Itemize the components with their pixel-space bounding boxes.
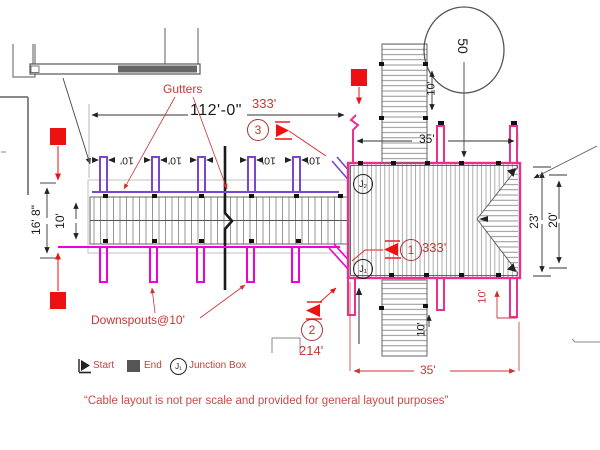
run2-number-circle: 2 bbox=[301, 319, 323, 341]
anchor-ticks bbox=[103, 62, 517, 310]
end-marker-square-run1 bbox=[351, 69, 367, 86]
junction-box-j1: J₁ bbox=[353, 259, 373, 279]
start-flag-run1 bbox=[384, 240, 401, 259]
pink-roof-cable bbox=[347, 114, 518, 318]
junction-box-icon: J₁ bbox=[170, 358, 187, 375]
legend-j-symbol: J₁ bbox=[175, 362, 182, 371]
junction-box-j2: J₂ bbox=[353, 174, 373, 194]
dim-112-0: 112'-0" bbox=[190, 102, 242, 119]
dim-10-walkway-bottom: 10' bbox=[415, 322, 428, 337]
dim-10-left: 10' bbox=[53, 213, 67, 229]
dim-20: 20' bbox=[546, 212, 560, 228]
run3-length-label: 333' bbox=[252, 96, 277, 111]
run2-length-label: 214' bbox=[299, 343, 324, 358]
building-leader-arrow bbox=[62, 77, 91, 165]
long-roof-strip bbox=[87, 179, 349, 254]
end-marker-squares bbox=[50, 69, 367, 309]
magenta-gutter-cable bbox=[58, 243, 354, 283]
break-line bbox=[223, 146, 234, 290]
start-flags bbox=[275, 121, 401, 320]
run1-number-circle: 1 bbox=[400, 239, 422, 261]
dim-35-bottom: 35' bbox=[420, 363, 436, 377]
stub-spacing-arrows bbox=[92, 157, 308, 163]
run1-length-label: 333' bbox=[422, 240, 447, 255]
downspouts-label: Downspouts@10' bbox=[91, 313, 185, 327]
run2-number: 2 bbox=[308, 323, 316, 337]
dim-10-right-red: 10' bbox=[476, 289, 489, 304]
gutters-label: Gutters bbox=[163, 82, 203, 96]
run3-number-circle: 3 bbox=[247, 119, 269, 141]
small-structure-outline bbox=[271, 337, 301, 353]
start-flag-run3 bbox=[275, 121, 292, 140]
start-flag-run2 bbox=[306, 301, 322, 320]
end-marker-square-run3 bbox=[50, 128, 66, 145]
disclaimer-note: “Cable layout is not per scale and provi… bbox=[84, 395, 449, 407]
dim-10-span-3: 10' bbox=[262, 154, 276, 167]
legend-end-label: End bbox=[144, 360, 162, 371]
legend-start-label: Start bbox=[93, 360, 115, 371]
legend-icons bbox=[78, 359, 140, 374]
dim-23: 23' bbox=[527, 213, 541, 229]
run1-number: 1 bbox=[407, 243, 415, 257]
hip-roof-square bbox=[346, 161, 522, 280]
dim-10-walkway-top: 10' bbox=[425, 81, 438, 96]
adjacent-building-outline bbox=[12, 28, 201, 78]
j1-label: J₁ bbox=[359, 264, 367, 274]
left-wall-outline bbox=[0, 96, 29, 195]
dim-10-span-1: 10' bbox=[120, 154, 134, 167]
run3-number: 3 bbox=[254, 123, 262, 137]
red-annotations bbox=[55, 87, 520, 374]
dim-10-span-4: 10' bbox=[307, 154, 321, 167]
end-icon bbox=[127, 360, 140, 372]
start-icon bbox=[78, 359, 91, 374]
dim-50: 50 bbox=[455, 38, 471, 54]
walkway-top bbox=[381, 43, 428, 164]
end-marker-square-run2 bbox=[50, 292, 66, 309]
dimension-lines-black bbox=[40, 70, 598, 344]
dim-10-span-2: 10' bbox=[168, 154, 182, 167]
legend-junction-label: Junction Box bbox=[189, 360, 247, 371]
right-edge-fragment bbox=[571, 338, 600, 343]
walkway-bottom bbox=[381, 279, 428, 357]
dim-35-top: 35' bbox=[419, 132, 435, 146]
j2-label: J₂ bbox=[359, 179, 367, 189]
dim-16-8: 16' 8" bbox=[29, 205, 43, 235]
